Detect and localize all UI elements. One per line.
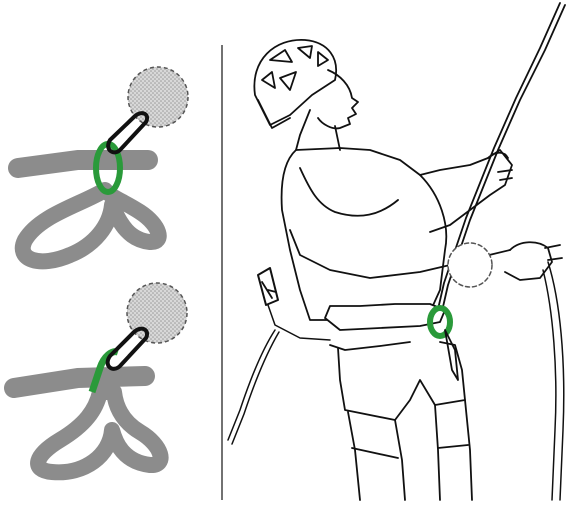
belay-device-bottom: [127, 283, 187, 343]
leg-loops-top: [23, 190, 159, 261]
shorts: [338, 342, 465, 420]
leg-loops-bottom: [38, 392, 161, 472]
waist-belt-bottom: [14, 376, 145, 388]
harness-diagram-top: [18, 67, 188, 261]
gear-carabiner: [258, 268, 278, 305]
belayer-figure: [228, 3, 565, 500]
rope-left: [228, 330, 275, 440]
belay-device-figure: [448, 243, 492, 287]
belay-device-top: [128, 67, 188, 127]
waist-belt-top: [18, 160, 148, 168]
harness-belt: [325, 304, 445, 330]
helmet: [254, 40, 336, 128]
harness-diagram-bottom: [14, 283, 187, 472]
